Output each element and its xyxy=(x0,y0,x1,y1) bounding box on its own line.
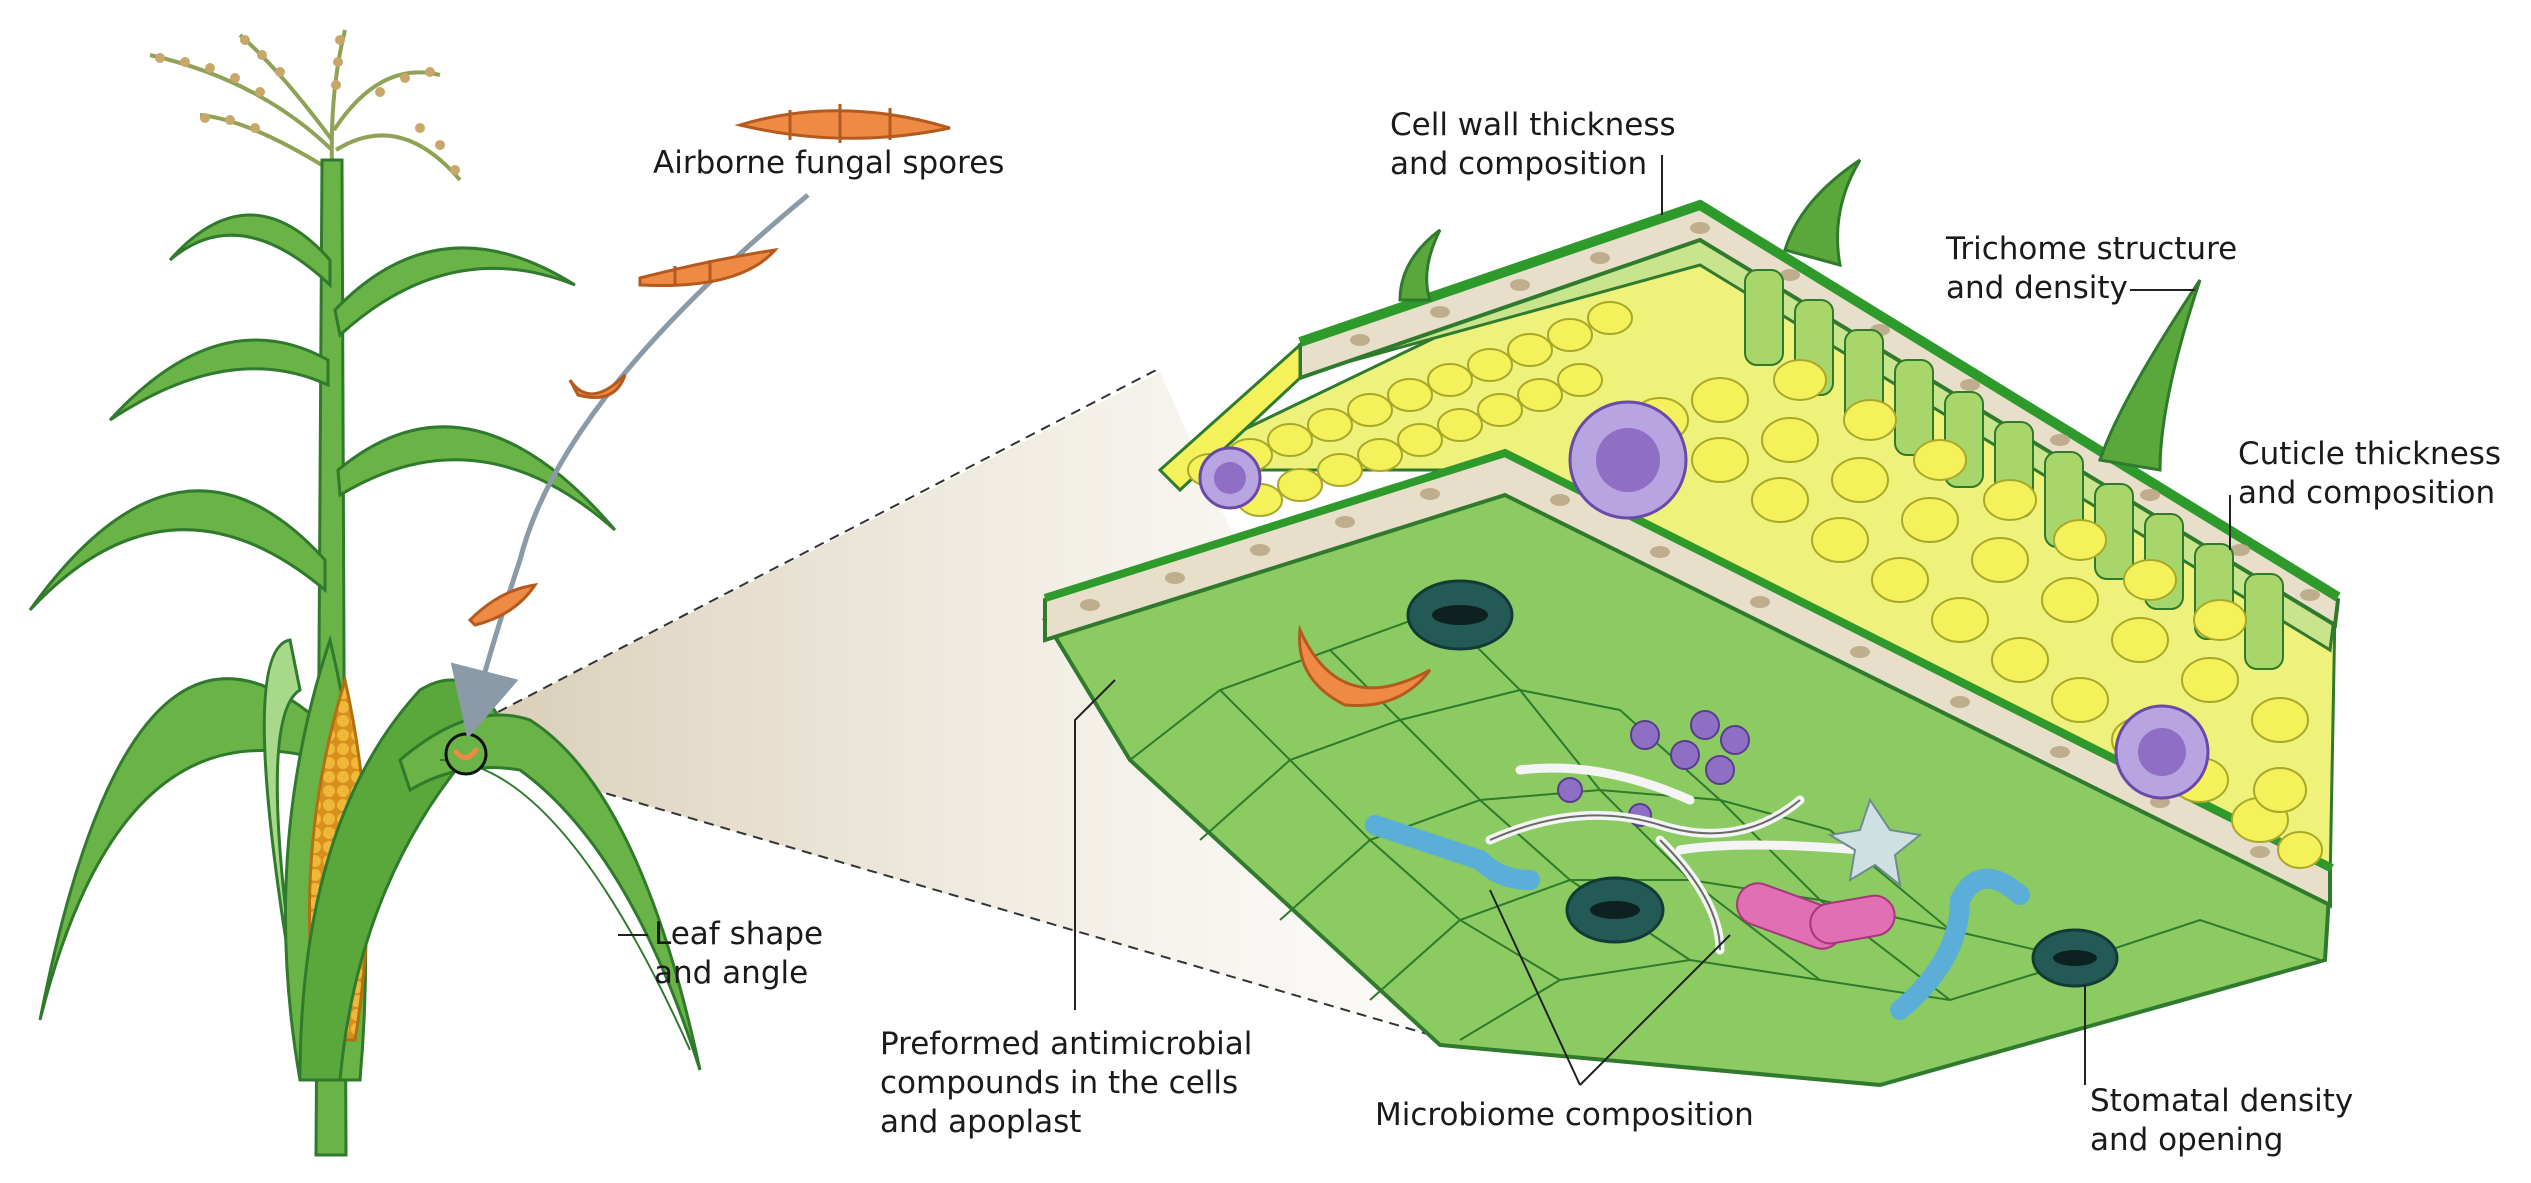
fungal-spore-in-tissue xyxy=(1298,624,1432,708)
label-line: and opening xyxy=(2090,1122,2284,1158)
stomata xyxy=(1406,579,2119,988)
leaf xyxy=(168,213,332,289)
spores xyxy=(467,104,951,627)
label-spores: Airborne fungal spores xyxy=(653,145,1005,181)
label-line: and density xyxy=(1946,270,2128,306)
trichome xyxy=(2098,279,2202,472)
maize-plant xyxy=(28,29,702,1157)
label-line: and apoplast xyxy=(880,1104,1082,1140)
label-line: Trichome structure xyxy=(1946,231,2238,267)
spore-large xyxy=(734,109,951,140)
cuticle xyxy=(1298,199,2341,602)
lower-cuticle xyxy=(1043,448,2334,872)
label-line: Leaf shape xyxy=(654,916,824,952)
epidermal-cells-upper xyxy=(1350,222,2320,601)
leaf xyxy=(108,338,330,422)
spore-small xyxy=(467,583,539,627)
vascular-bundle xyxy=(1198,446,1262,510)
leaf xyxy=(38,677,324,1021)
purple-microbes xyxy=(1557,710,1750,827)
label-line: compounds in the cells xyxy=(880,1065,1239,1101)
label-cuticle: Cuticle thickness and composition xyxy=(2238,435,2501,513)
leader-microbiome-a xyxy=(1489,889,1581,1086)
zoom-circle xyxy=(444,732,488,776)
spore-trajectory-arrow xyxy=(450,193,810,739)
leaf xyxy=(336,425,617,532)
label-leaf-shape: Leaf shape and angle xyxy=(654,915,823,993)
leaf xyxy=(28,489,327,612)
label-line: and composition xyxy=(2238,475,2496,511)
label-line: Cell wall thickness xyxy=(1390,107,1676,143)
leader-preformed xyxy=(1074,679,1116,1010)
label-trichome: Trichome structure and density xyxy=(1946,230,2237,308)
trichome xyxy=(1783,158,1862,268)
label-stomatal: Stomatal density and opening xyxy=(2090,1082,2353,1160)
bacterium-pink xyxy=(1736,882,1896,950)
spore-mid xyxy=(638,247,779,288)
leaf xyxy=(333,246,576,338)
label-line: Preformed antimicrobial xyxy=(880,1026,1253,1062)
vascular-bundle xyxy=(1568,400,1688,520)
tassel xyxy=(149,29,462,182)
epidermal-cells-front xyxy=(1080,488,2270,858)
tiny-spore-icon xyxy=(453,747,479,760)
tassel-florets xyxy=(155,35,460,175)
left-cut-face xyxy=(1157,341,1302,493)
label-line: Stomatal density xyxy=(2090,1083,2354,1119)
leader-lines xyxy=(618,155,2231,1086)
label-line: and angle xyxy=(654,955,809,991)
spore-curved xyxy=(568,373,627,399)
label-cell-wall: Cell wall thickness and composition xyxy=(1390,106,1676,184)
label-line: and composition xyxy=(1390,146,1648,182)
bacterium-blue xyxy=(1890,868,2030,1020)
label-microbiome: Microbiome composition xyxy=(1375,1097,1754,1133)
label-line: Cuticle thickness xyxy=(2238,436,2502,472)
bacterium-blue xyxy=(1365,815,1540,890)
zoom-line-top xyxy=(497,367,1161,713)
fungal-structure xyxy=(1827,797,1923,888)
leaf-cross-section xyxy=(1041,158,2341,1088)
label-preformed: Preformed antimicrobial compounds in the… xyxy=(880,1025,1252,1142)
vascular-bundle xyxy=(2114,704,2210,800)
leader-microbiome-b xyxy=(1579,934,1731,1086)
trichome xyxy=(1398,228,1442,302)
